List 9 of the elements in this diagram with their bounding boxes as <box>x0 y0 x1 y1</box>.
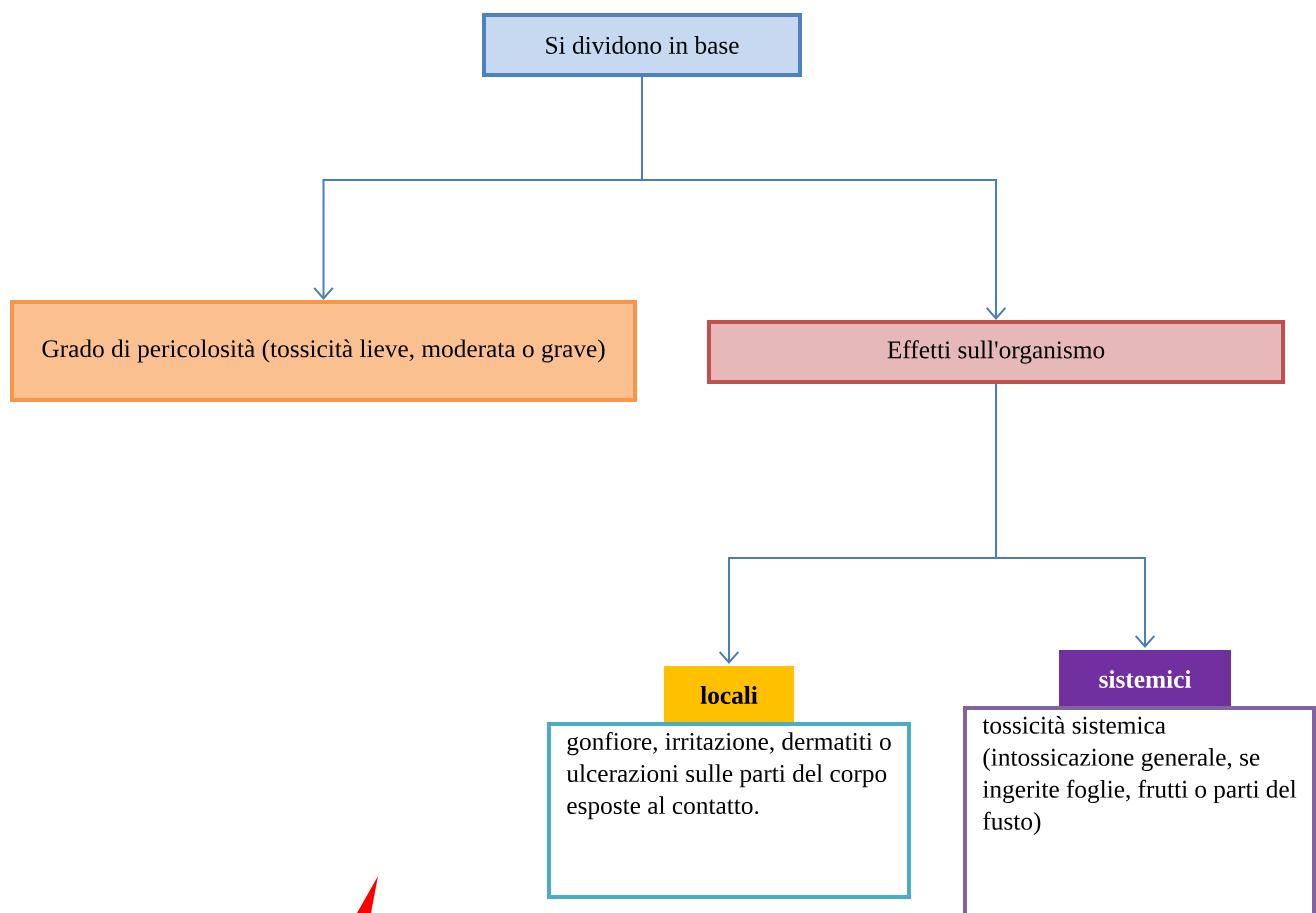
arrow <box>641 76 1007 320</box>
tab-label: sistemici <box>1059 650 1231 708</box>
description-box: gonfiore, irritazione, dermatiti o ulcerazioni sulle parti del corpo esposte al contatto. <box>547 722 911 899</box>
heading-box: Si dividono in base <box>482 13 802 77</box>
category-box: Grado di pericolosità (tossicità lieve, moderata o grave) <box>10 300 637 402</box>
description-box: tossicità sistemica (intossicazione generale, se ingerite foglie, frutti o parti del fusto) <box>963 706 1316 913</box>
category-box: Effetti sull'organismo <box>707 320 1285 384</box>
arrow <box>995 383 1156 648</box>
tab-label: locali <box>664 666 794 724</box>
